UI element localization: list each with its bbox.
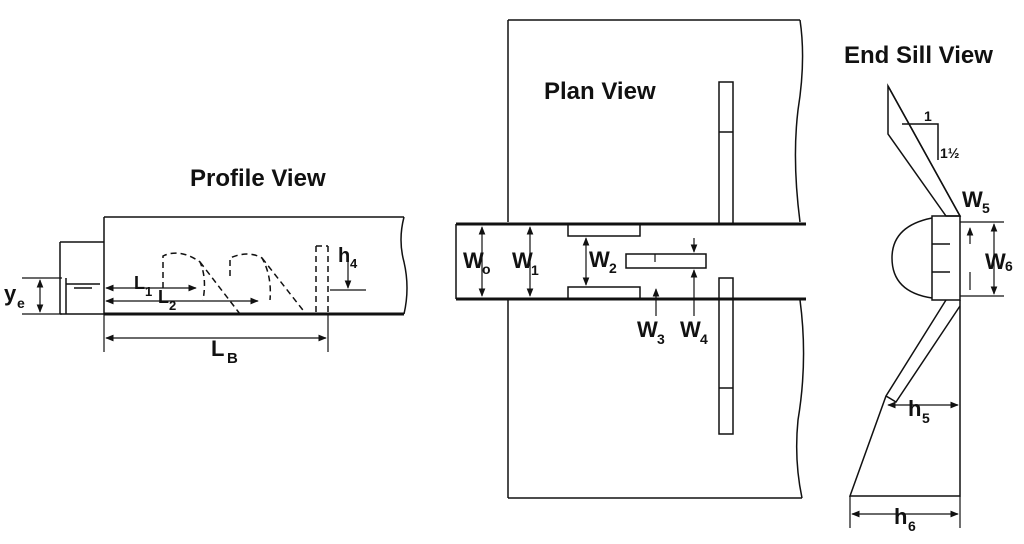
plan-view: Plan View W o W 1 W 2 W 3 xyxy=(455,19,806,499)
l1-label-sub: 1 xyxy=(145,284,152,299)
slope-triangle xyxy=(902,123,939,160)
lb-label-sub: B xyxy=(227,350,238,367)
h5-label-sub: 5 xyxy=(922,410,930,426)
w1-label-sub: 1 xyxy=(531,262,539,278)
h5-label-main: h xyxy=(908,396,921,421)
w4-label-sub: 4 xyxy=(700,331,708,347)
plan-view-title: Plan View xyxy=(544,78,656,105)
h6-label-sub: 6 xyxy=(908,518,916,534)
w5-label-sub: 5 xyxy=(982,200,990,216)
upper-wing-edge xyxy=(887,85,961,217)
end-sill-profile xyxy=(315,245,329,314)
end-sill-view-title: End Sill View xyxy=(844,42,993,69)
w6-label-sub: 6 xyxy=(1005,258,1013,274)
lb-ext-lines xyxy=(103,314,329,352)
baffle-slope-1 xyxy=(199,261,241,315)
w4-label-main: W xyxy=(680,317,701,342)
l1-label-main: L xyxy=(134,273,145,293)
h6-ext-lines xyxy=(849,496,961,528)
lb-label-main: L xyxy=(211,336,224,361)
w3-label-sub: 3 xyxy=(657,331,665,347)
baffle-top xyxy=(567,223,641,237)
baffle-block-2 xyxy=(229,253,272,301)
w6-label-main: W xyxy=(985,249,1006,274)
h6-label-main: h xyxy=(894,504,907,529)
slope-run: 1 xyxy=(924,108,932,124)
h4-label-sub: 4 xyxy=(350,256,358,271)
ye-label-sub: e xyxy=(17,295,25,311)
slope-rise: 1½ xyxy=(940,145,960,161)
baffle-bottom xyxy=(567,286,641,300)
w2-label-sub: 2 xyxy=(609,260,617,276)
l2-label-sub: 2 xyxy=(169,298,176,313)
baffle-slope-2 xyxy=(261,257,307,315)
ye-label-main: y xyxy=(4,281,17,306)
profile-view-title: Profile View xyxy=(190,165,326,192)
sill-block xyxy=(931,215,961,301)
end-sill-view: End Sill View 1 1½ W 5 W 6 h 5 h 6 xyxy=(844,42,1013,534)
l2-label-main: L xyxy=(158,287,169,307)
h4-label-main: h xyxy=(338,245,350,267)
w5-label-main: W xyxy=(962,187,983,212)
center-baffle xyxy=(625,253,707,269)
sill-inner-lines xyxy=(932,243,950,273)
wo-label-main: W xyxy=(463,248,484,273)
basin-break-line xyxy=(400,216,408,315)
wing-wall-bottom xyxy=(718,277,734,435)
w3-label-main: W xyxy=(637,317,658,342)
lower-wing-edge xyxy=(885,305,961,404)
wo-label-sub: o xyxy=(482,261,491,277)
plan-break-line xyxy=(794,19,805,499)
w2-label-main: W xyxy=(589,247,610,272)
w1-label-main: W xyxy=(512,248,533,273)
sill-nose xyxy=(891,217,933,299)
profile-view: Profile View y e h 4 L 1 L xyxy=(4,165,408,367)
wing-wall-top xyxy=(718,81,734,225)
baffle-block-1 xyxy=(162,252,206,301)
